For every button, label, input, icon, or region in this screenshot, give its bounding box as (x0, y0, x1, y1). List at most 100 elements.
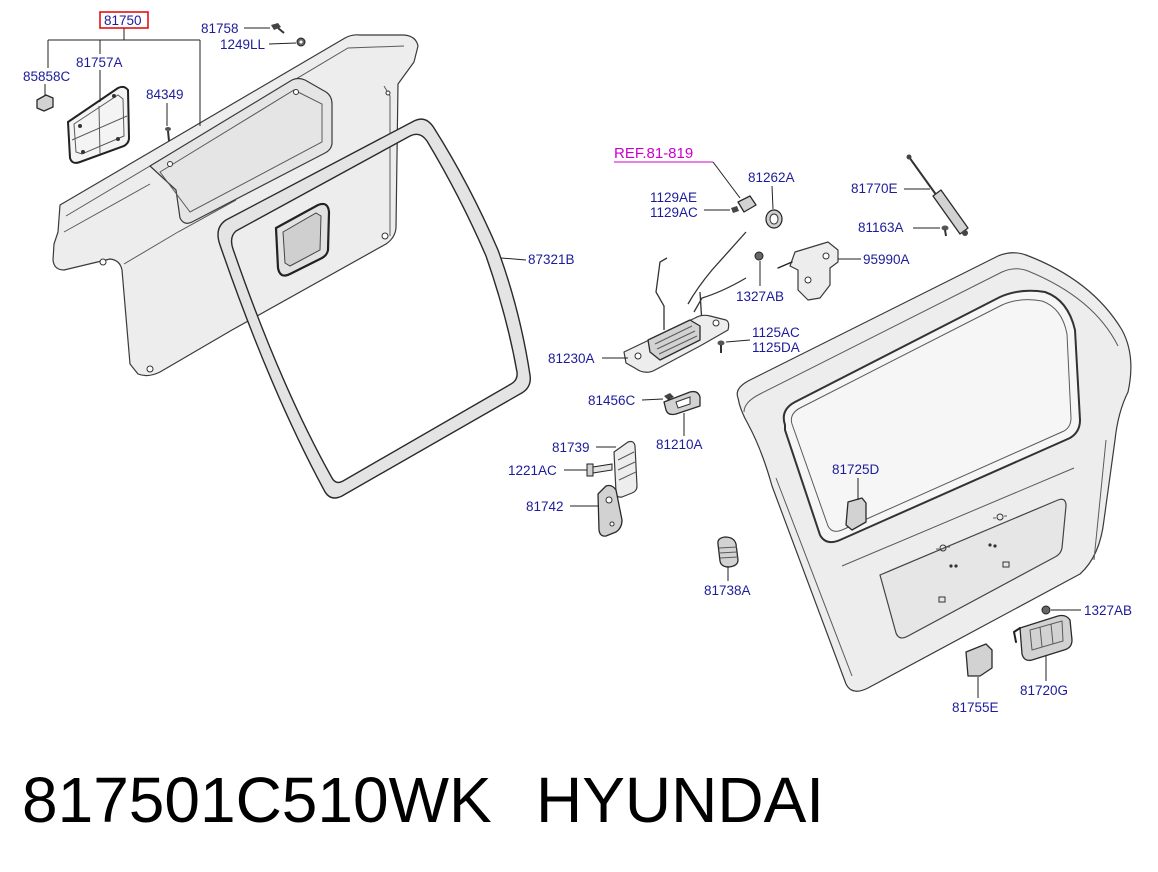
callout-label: 81739 (552, 440, 590, 455)
callout-label: 81758 (201, 21, 239, 36)
screw-icon (271, 23, 285, 34)
leader-line (268, 42, 297, 45)
tailgate-latch-mechanism (647, 319, 701, 361)
screw-head (165, 127, 171, 131)
brand-name: HYUNDAI (536, 764, 824, 836)
stopper-icon (845, 497, 867, 531)
leader-81750 (47, 28, 201, 126)
trim-panel-window-inner (282, 212, 322, 267)
striker-icon (663, 390, 701, 416)
callout-label: 1129AC (650, 205, 698, 220)
garnish-block-icon (965, 643, 993, 677)
trim-panel-hole (167, 161, 173, 167)
bolt-icon (717, 340, 725, 353)
shim-plate-body (613, 440, 638, 498)
nut-icon (296, 37, 306, 47)
service-cover-grid (71, 105, 128, 155)
callout-label: 81163A (858, 220, 904, 235)
lamp-icon (936, 544, 950, 552)
highlight-box (99, 11, 149, 29)
leader-line (771, 185, 774, 210)
trim-panel-flange (383, 85, 391, 236)
bolt-head (586, 463, 594, 477)
handle-tab (1012, 627, 1021, 643)
screw-icon (165, 127, 171, 142)
bumper-body (717, 536, 739, 568)
callout-label: 95990A (863, 252, 910, 267)
screw-shank (167, 130, 170, 142)
bolt-icon (941, 225, 949, 237)
trim-panel-raised-ridge (149, 77, 333, 224)
mount-square-icon (1002, 561, 1010, 568)
release-cable (687, 231, 747, 305)
shim-plate-ribs (617, 451, 637, 481)
mount-dot-icon (949, 564, 953, 568)
service-cover-81757a (66, 85, 131, 164)
handle-icon (1012, 614, 1073, 662)
service-cover-inner (73, 94, 125, 155)
mount-dot-icon (954, 564, 958, 568)
reference-label: REF.81-819 (614, 145, 693, 162)
leader-line (712, 161, 741, 199)
bumper-ribs (718, 546, 739, 559)
callout-highlighted: 81750 (104, 13, 142, 28)
lamp-marks (993, 515, 1007, 519)
trim-panel (52, 34, 419, 377)
callout-label: 81725D (832, 462, 880, 477)
mount-square-icon (938, 596, 946, 603)
cable-holder-icon (731, 195, 757, 213)
actuator-bracket (777, 241, 839, 301)
callout-label: 1249LL (220, 37, 266, 52)
trim-panel-fold (63, 183, 237, 265)
lock-rod (693, 277, 747, 313)
striker-bracket-hole (605, 496, 613, 504)
callout-label: 81230A (548, 351, 595, 366)
striker-loop (675, 396, 691, 409)
callout-label: 1125AC (752, 325, 800, 340)
callout-label: 1129AE (650, 190, 697, 205)
trim-panel-hole (293, 89, 299, 95)
screw-shank (277, 27, 285, 34)
lamp-ring (939, 544, 947, 552)
actuator-bracket-hole (822, 252, 830, 260)
callout-label: 1327AB (1084, 603, 1132, 618)
gas-strut-rod (908, 156, 938, 197)
striker-bracket-body (597, 484, 623, 537)
tailgate-latch-hole (712, 319, 720, 327)
gas-strut-cylinder (932, 189, 969, 235)
callout-label: 81738A (704, 583, 751, 598)
service-cover-clip-icon (78, 124, 82, 128)
handle-body (1019, 614, 1073, 662)
leader-line (725, 339, 751, 343)
trim-panel-hole (99, 258, 107, 266)
callout-label: 1125DA (752, 340, 800, 355)
bumper-icon (717, 536, 739, 568)
part-number: 817501C510WK (22, 764, 492, 836)
service-cover-clip-icon (81, 150, 85, 154)
callout-label: 81757A (76, 55, 123, 70)
lamp-icon (993, 513, 1007, 521)
bolt-shank (592, 463, 613, 474)
mount-dot-icon (988, 543, 992, 547)
callout-label: 84349 (146, 87, 184, 102)
tailgate-top-rim (743, 268, 1119, 413)
callout-label: 1327AB (736, 289, 784, 304)
lamp-marks (936, 546, 950, 550)
nut-icon (1041, 605, 1051, 615)
tailgate-latch-hole (634, 352, 642, 360)
bolt-icon (586, 463, 613, 477)
striker-bracket (597, 484, 623, 537)
tailgate-latch-detail (654, 325, 698, 355)
leader-lines (44, 27, 1081, 698)
weatherstrip-seal (217, 118, 531, 499)
leader-line (641, 398, 664, 401)
license-plate-recess (879, 498, 1067, 639)
screw-head (271, 23, 281, 30)
trim-panel-ridge-inner (159, 89, 323, 213)
actuator-bracket-ear (777, 261, 793, 269)
handle-grid (1029, 620, 1064, 651)
bolt-shank (944, 229, 947, 237)
actuator-bracket-hole (804, 276, 812, 284)
callout-label: 81720G (1020, 683, 1068, 698)
